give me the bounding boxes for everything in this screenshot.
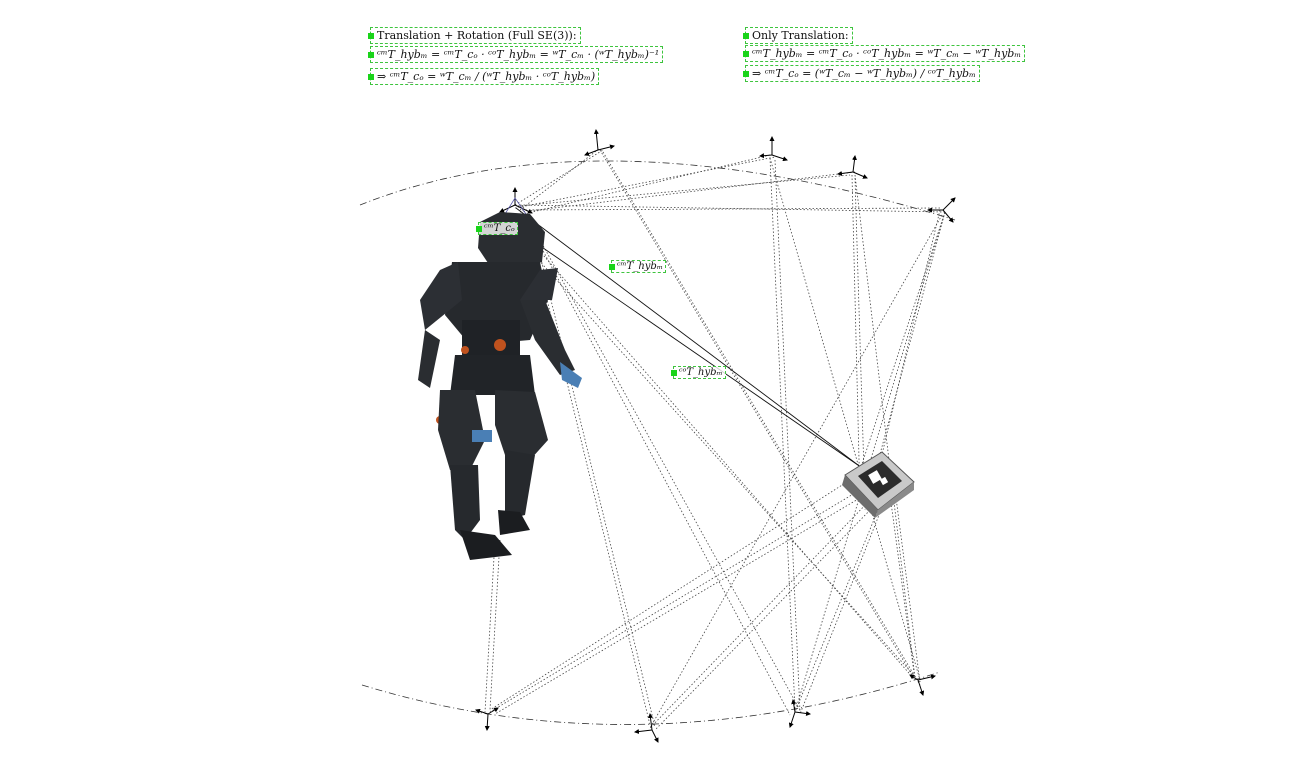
cm-to-marker-line — [515, 207, 863, 469]
right-equation-1: ᶜᵐT_hybₘ = ᶜᵐT_cₒ · ᶜᵒT_hybₘ = ʷT_cₘ − ʷ… — [743, 45, 1026, 62]
axis-triad-icon — [584, 129, 615, 156]
axis-triad-icon — [499, 187, 533, 214]
right-eq1-text: ᶜᵐT_hybₘ = ᶜᵐT_cₒ · ᶜᵒT_hybₘ = ʷT_cₘ − ʷ… — [752, 47, 1022, 60]
label-anchor-icon — [476, 225, 482, 232]
label-anchor-icon — [671, 369, 677, 376]
label-anchor-icon — [368, 73, 374, 80]
left-equation-2: ⇒ ᶜᵐT_cₒ = ʷT_cₘ / (ʷT_hybₘ · ᶜᵒT_hybₘ) — [368, 68, 600, 85]
left-eq1-text: ᶜᵐT_hybₘ = ᶜᵐT_cₒ · ᶜᵒT_hybₘ = ʷT_cₘ · (… — [377, 48, 660, 61]
label-anchor-icon — [368, 32, 374, 39]
axis-triad-icon — [837, 155, 868, 179]
axis-triad-icon — [759, 136, 788, 162]
left-eq2-text: ⇒ ᶜᵐT_cₒ = ʷT_cₘ / (ʷT_hybₘ · ᶜᵒT_hybₘ) — [377, 70, 596, 83]
axis-triad-icon — [634, 713, 659, 743]
label-anchor-icon — [609, 263, 615, 270]
left-heading-text: Translation + Rotation (Full SE(3)): — [377, 29, 577, 42]
co-to-marker-line — [519, 231, 869, 473]
calibration-marker-icon — [842, 451, 915, 518]
left-panel-heading: Translation + Rotation (Full SE(3)): — [368, 27, 581, 44]
co-to-marker-label: ᶜᵒT_hybₘ — [671, 366, 726, 379]
label-anchor-icon — [743, 32, 749, 39]
lower-arc — [361, 671, 941, 725]
label-anchor-icon — [743, 70, 749, 77]
cm-to-marker-label: ᶜᵐT_hybₘ — [609, 260, 666, 273]
upper-arc — [359, 160, 956, 221]
humanoid-robot-icon — [418, 212, 582, 560]
co-to-marker-text: ᶜᵒT_hybₘ — [679, 367, 723, 378]
left-equation-1: ᶜᵐT_hybₘ = ᶜᵐT_cₒ · ᶜᵒT_hybₘ = ʷT_cₘ · (… — [368, 46, 664, 63]
axis-triad-icon — [788, 699, 811, 728]
cm-to-marker-text: ᶜᵐT_hybₘ — [617, 261, 663, 272]
axis-triad-icon — [909, 674, 936, 696]
sight-rays — [484, 147, 946, 731]
head-frame-label: ᶜᵐT_cₒ — [476, 222, 518, 235]
head-frame-text: ᶜᵐT_cₒ — [484, 223, 515, 234]
right-equation-2: ⇒ ᶜᵐT_cₒ = (ʷT_cₘ − ʷT_hybₘ) / ᶜᵒT_hybₘ — [743, 65, 980, 82]
right-panel-heading: Only Translation: — [743, 27, 853, 44]
right-heading-text: Only Translation: — [752, 29, 849, 42]
axis-triad-icon — [475, 707, 499, 731]
axis-triad-icon — [927, 197, 956, 223]
label-anchor-icon — [743, 50, 749, 57]
label-anchor-icon — [368, 51, 374, 58]
right-eq2-text: ⇒ ᶜᵐT_cₒ = (ʷT_cₘ − ʷT_hybₘ) / ᶜᵒT_hybₘ — [752, 67, 976, 80]
